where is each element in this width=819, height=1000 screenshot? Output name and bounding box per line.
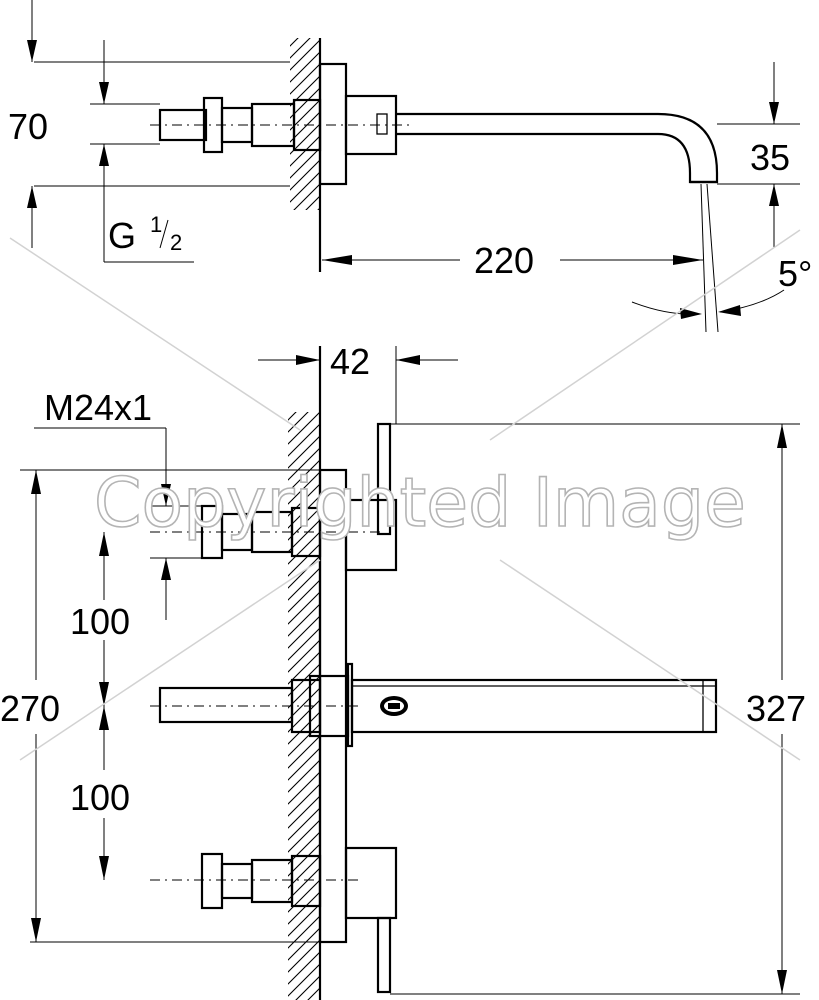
front-connector-bottom-flange — [290, 854, 322, 908]
watermark-text: Copyrighted Image — [94, 464, 746, 543]
front-connector-bottom-body — [220, 862, 254, 900]
spout-arm — [396, 112, 719, 184]
water-stream-left — [700, 183, 707, 333]
dim-overall-height-label: 327 — [746, 688, 806, 729]
top-lever — [376, 422, 392, 536]
thread-label-sub: 2 — [170, 230, 182, 255]
dim-depth-label: 42 — [330, 341, 370, 382]
dim-spout-offset-label: 35 — [750, 137, 790, 178]
thread-label-sup: 1 — [150, 212, 162, 237]
escutcheon-plate-top — [318, 62, 348, 186]
bottom-valve-body — [344, 846, 398, 920]
watermark: Copyrighted Image — [9, 229, 801, 761]
dim-height-label: 70 — [8, 106, 48, 147]
brand-logo — [380, 696, 408, 716]
dim-lower-spacing-label: 100 — [70, 777, 130, 818]
thread-m24-label: M24x1 — [44, 387, 152, 428]
dim-upper-spacing-label: 100 — [70, 601, 130, 642]
dim-angle-label: 5° — [778, 253, 812, 294]
thread-label-g: G — [108, 215, 136, 256]
front-spout-stem — [158, 686, 294, 724]
spout-block-detail — [376, 113, 388, 135]
front-view: 42 M24x1 270 100 100 — [0, 341, 806, 1000]
front-connector-bottom-nut — [200, 852, 224, 910]
front-connector-bottom-body-2 — [250, 858, 294, 904]
dim-reach-label: 220 — [474, 240, 534, 281]
top-view: 70 G 1 2 35 220 5° — [8, 0, 812, 333]
water-stream-right — [706, 183, 719, 333]
top-valve-body — [344, 498, 398, 572]
dim-total-height-label: 270 — [0, 688, 60, 729]
bottom-lever — [376, 916, 392, 994]
